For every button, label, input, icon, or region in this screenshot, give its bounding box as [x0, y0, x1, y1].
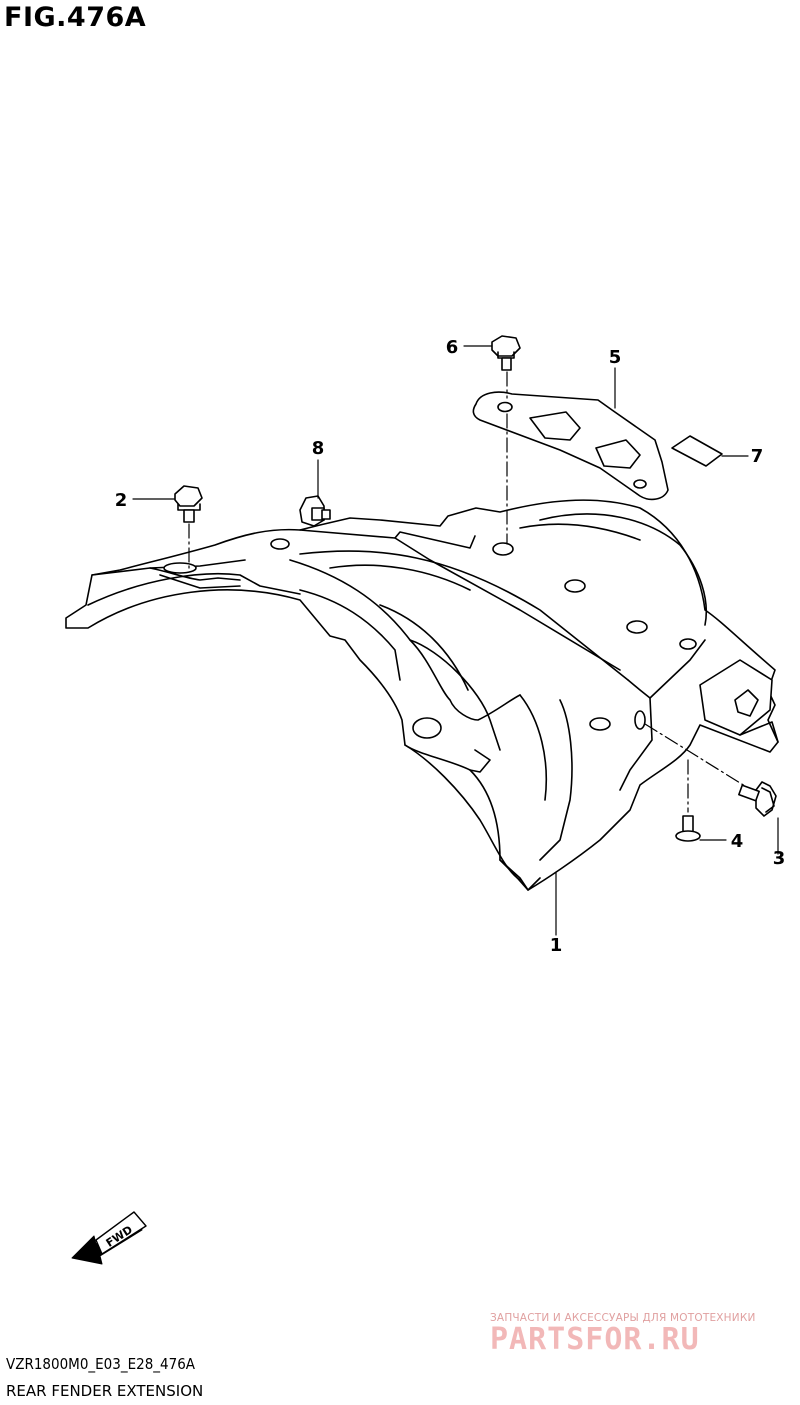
watermark-logo: PARTSFOR.RU — [490, 1322, 700, 1357]
part-5-plate-bracket — [472, 391, 669, 501]
leader-lines — [132, 345, 779, 936]
figure-title: FIG.476A — [4, 2, 147, 33]
callout-8: 8 — [312, 438, 325, 459]
callout-5: 5 — [609, 347, 622, 368]
callout-4: 4 — [731, 831, 744, 852]
figure-code: VZR1800M0_E03_E28_476A — [6, 1355, 196, 1373]
part-1-fender-body — [65, 499, 779, 891]
part-6-bolt — [491, 335, 521, 371]
part-3-bolt — [738, 781, 777, 817]
part-7-pad — [671, 435, 723, 467]
callout-6: 6 — [446, 337, 459, 358]
callout-7: 7 — [751, 446, 764, 467]
watermark-tagline: ЗАПЧАСТИ И АКСЕССУАРЫ ДЛЯ МОТОТЕХНИКИ — [490, 1312, 756, 1324]
callout-1: 1 — [550, 935, 563, 956]
callout-2: 2 — [115, 490, 128, 511]
figure-description: REAR FENDER EXTENSION — [6, 1382, 204, 1400]
forward-direction-arrow: FWD — [71, 1211, 147, 1265]
alignment-lines — [188, 371, 746, 813]
part-8-grommet — [299, 495, 331, 527]
part-2-bolt — [174, 485, 203, 523]
callout-3: 3 — [773, 848, 786, 869]
part-4-screw — [675, 815, 701, 842]
